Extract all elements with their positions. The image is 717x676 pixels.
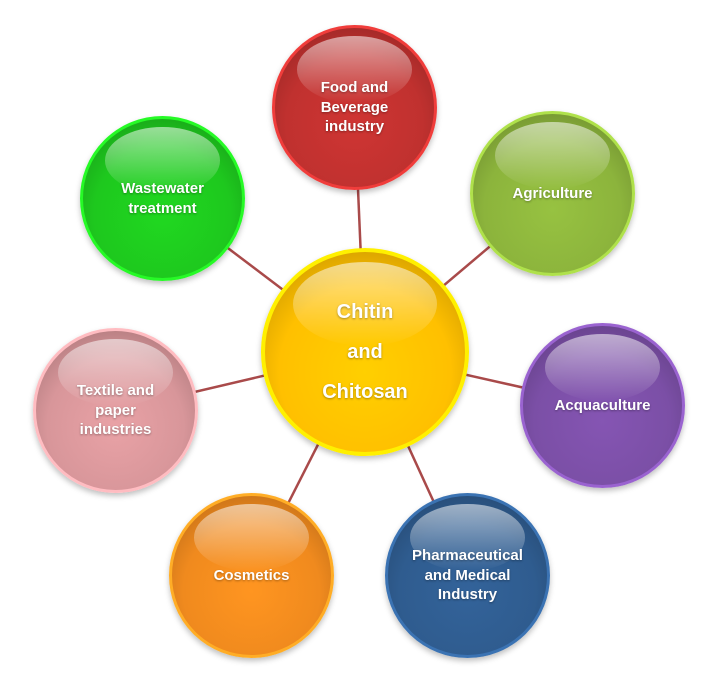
- node-label: Pharmaceutical and Medical Industry: [412, 547, 523, 604]
- node-acquaculture: Acquaculture: [520, 323, 685, 488]
- node-wastewater: Wastewater treatment: [80, 116, 245, 281]
- node-agriculture: Agriculture: [470, 111, 635, 276]
- node-center: Chitin and Chitosan: [261, 248, 469, 456]
- node-cosmetics: Cosmetics: [169, 493, 334, 658]
- node-label: Acquaculture: [554, 396, 651, 414]
- node-pharmaceutical-medical: Pharmaceutical and Medical Industry: [385, 493, 550, 658]
- node-label: Cosmetics: [213, 566, 290, 584]
- node-label: Textile and paper industries: [76, 382, 155, 439]
- node-food-beverage: Food and Beverage industry: [272, 25, 437, 190]
- node-textile-paper: Textile and paper industries: [33, 328, 198, 493]
- node-label: Food and Beverage industry: [320, 79, 389, 136]
- center-label: Chitin and Chitosan: [322, 301, 408, 403]
- node-label: Agriculture: [512, 184, 593, 202]
- node-label: Wastewater treatment: [121, 180, 204, 217]
